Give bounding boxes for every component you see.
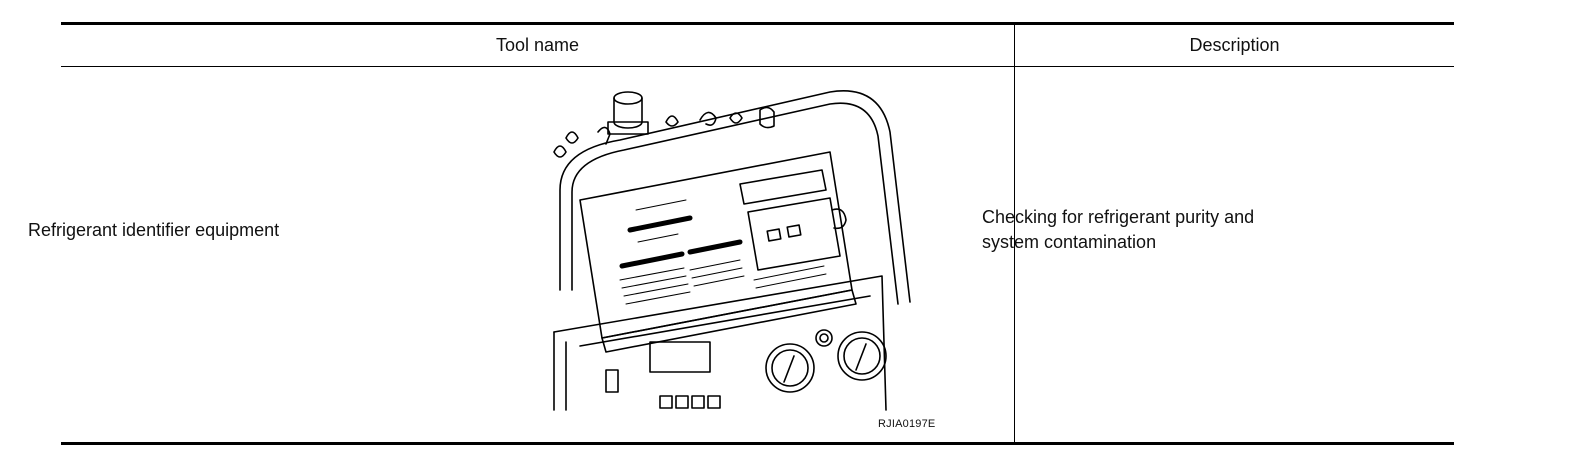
header-rule [61, 66, 1454, 67]
display-panel-icon [579, 151, 857, 353]
refrigerant-identifier-illustration [553, 90, 911, 411]
column-separator [1014, 25, 1015, 442]
figure-code: RJIA0197E [878, 418, 936, 430]
description-line-2: system contamination [982, 232, 1157, 252]
tool-table: Tool name Description [61, 22, 1454, 446]
header-tool-name: Tool name [495, 35, 580, 55]
header-description: Description [1189, 35, 1280, 55]
description-line-1: Checking for refrigerant purity and [982, 207, 1255, 227]
tool-name-cell: Refrigerant identifier equipment [28, 220, 280, 240]
top-fittings-icon [553, 91, 775, 158]
pressure-gauges-icon [765, 329, 887, 393]
handle-icon [559, 90, 911, 303]
table-bottom-rule [61, 442, 1454, 445]
table-top-rule [61, 22, 1454, 25]
description-cell: Checking for refrigerant purity and syst… [982, 205, 1382, 255]
